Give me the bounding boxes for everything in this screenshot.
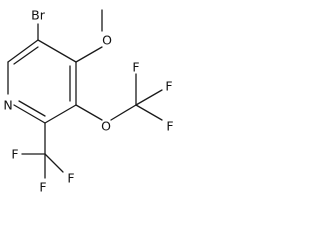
atom-fluorine-left: F (11, 147, 18, 162)
bond-c4-o (75, 46, 103, 63)
bond-c3-o (75, 104, 103, 121)
bond-cf3-f-upper-right (135, 89, 163, 106)
atom-fluorine-lower-right: F (67, 171, 74, 186)
atom-ether-oxygen: O (101, 119, 111, 134)
bond-c6-c5-inner (13, 46, 39, 65)
atom-bromine: Br (31, 8, 46, 23)
bond-c6-c5 (7, 39, 39, 63)
bond-o-cf3 (110, 104, 137, 121)
atom-labels: Br O N O F F F F F F (3, 8, 173, 195)
atom-methoxy-oxygen: O (102, 33, 112, 48)
atom-fluorine-right: F (166, 119, 173, 134)
substituent-bonds (21, 9, 163, 179)
chemical-structure: Br O N O F F F F F F (3, 8, 173, 195)
bond-c5-c4 (37, 39, 77, 63)
bond-cf3-f-right (135, 104, 163, 121)
atom-fluorine-lower-left: F (39, 180, 46, 195)
bond-c2-n (13, 104, 46, 124)
atom-fluorine-upper-right: F (165, 79, 172, 94)
bond-cf3-f-lower-right (44, 153, 64, 173)
atom-fluorine-top: F (132, 60, 139, 75)
pyridine-ring (7, 39, 77, 124)
atom-ring-nitrogen: N (3, 98, 12, 113)
bond-c2-n-inner (18, 100, 46, 117)
bond-c3-c2 (44, 104, 77, 124)
